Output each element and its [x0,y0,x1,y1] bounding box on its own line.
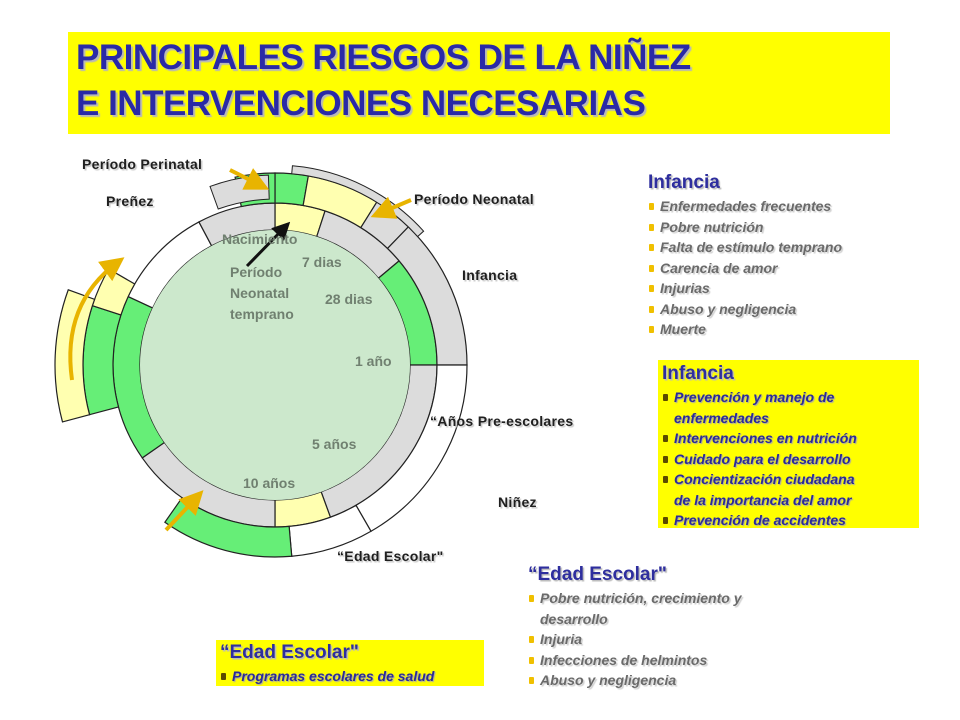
arrow-escolar-icon [164,490,204,532]
bullet-icon [663,435,668,442]
list-item-text: Abuso y negligencia [660,300,797,317]
bullet-icon [529,656,534,664]
risk-list: Pobre nutrición, crecimiento y desarrollo… [528,588,828,691]
label-5-anios: 5 años [312,436,357,452]
list-item: Pobre nutrición [648,217,898,238]
list-item-text: Cuidado para el desarrollo [674,450,851,467]
label-10-anios: 10 años [243,475,296,491]
list-item: Injuria [528,629,828,650]
list-item: Programas escolares de salud [220,666,484,687]
panel-escolar-riesgos: “Edad Escolar" Pobre nutrición, crecimie… [528,564,828,691]
bullet-icon [649,264,654,272]
panel-title: Infancia [662,363,734,384]
panel-title: “Edad Escolar" [220,642,359,663]
seg-outer-neo [291,165,425,238]
list-item-text: Intervenciones en nutrición [674,430,857,446]
bullet-icon [649,203,654,210]
label-periodo: Período [230,264,283,280]
list-item-text: Injuria [540,631,583,647]
list-item: Prevención y manejo de enfermedades [662,387,919,428]
arrow-birth-icon [245,221,291,268]
title-line-2: E INTERVENCIONES NECESARIAS [76,84,646,123]
list-item-text: Injurias [660,280,710,296]
list-item: Abuso y negligencia [648,299,898,320]
stage-perinatal: Período Perinatal [82,156,203,172]
stage-ninez: Niñez [498,494,537,510]
bullet-icon [649,326,654,333]
list-item: Cuidado para el desarrollo [662,449,919,470]
bullet-icon [649,285,654,292]
seg2-neonatal [274,172,310,207]
label-7-dias: 7 dias [302,254,342,270]
list-item: Pobre nutrición, crecimiento y desarrollo [528,588,828,629]
list-item: Prevención de accidentes [662,510,919,531]
stage-prenez: Preñez [106,193,154,209]
bullet-icon [649,223,654,231]
bullet-icon [649,305,654,313]
list-item-text: Concientización ciudadana [674,471,855,487]
list-item-text: Carencia de amor [660,259,778,276]
list-item: Falta de estímulo temprano [648,237,898,258]
list-item: Enfermedades frecuentes [648,196,898,217]
stage-preescolares: “Años Pre-escolares [430,413,574,429]
list-item: Abuso y negligencia [528,670,828,691]
list-item-text: Prevención de accidentes [674,512,846,528]
panel-escolar-intervenciones: “Edad Escolar" Programas escolares de sa… [216,640,484,686]
bullet-icon [221,673,226,680]
list-item-text: Prevención y manejo de [674,389,835,405]
bullet-icon [663,455,668,463]
bullet-icon [663,476,668,483]
label-nacimiento: Nacimiento [222,231,298,247]
title-banner: PRINCIPALES RIESGOS DE LA NIÑEZ E INTERV… [68,32,890,134]
label-neonatal: Neonatal [230,285,290,301]
list-item-text: Infecciones de helmintos [540,651,708,668]
arrow-neonatal-icon [370,196,412,219]
panel-title: Infancia [648,172,720,193]
label-temprano: temprano [230,306,294,322]
list-item-text: desarrollo [540,610,608,627]
list-item: Muerte [648,319,898,340]
list-item-text: enfermedades [674,409,769,426]
bullet-icon [663,517,668,524]
panel-title: “Edad Escolar" [528,564,667,585]
bullet-icon [529,636,534,643]
seg3-left [54,288,96,423]
list-item-text: de la importancia del amor [674,491,852,508]
inner-circle [140,230,410,500]
arrow-perinatal-icon [229,168,270,190]
list-item-text: Abuso y negligencia [540,672,677,688]
list-item-text: Programas escolares de salud [232,668,435,684]
list-item-text: Muerte [660,321,706,337]
bullet-icon [663,394,668,401]
bullet-icon [529,677,534,684]
intervention-list: Programas escolares de salud [220,666,484,687]
list-item: Carencia de amor [648,258,898,279]
title-line-1: PRINCIPALES RIESGOS DE LA NIÑEZ [76,38,691,77]
list-item: Concientización ciudadana de la importanc… [662,469,919,510]
bullet-icon [529,595,534,602]
list-item-text: Enfermedades frecuentes [660,198,832,214]
bullet-icon [649,244,654,251]
list-item-text: Pobre nutrición [660,218,764,235]
list-item-text: Falta de estímulo temprano [660,239,843,255]
arrow-left-curve-icon [68,257,125,381]
stage-neonatal: Período Neonatal [414,191,534,207]
list-item: Intervenciones en nutrición [662,428,919,449]
stage-infancia: Infancia [462,267,518,283]
label-1-anio: 1 año [355,353,392,369]
list-item-text: Pobre nutrición, crecimiento y [540,590,742,606]
list-item: Injurias [648,278,898,299]
list-item: Infecciones de helmintos [528,650,828,671]
stage-escolar: “Edad Escolar" [337,548,444,564]
panel-infancia-intervenciones: Infancia Prevención y manejo de enfermeda… [658,360,919,528]
label-28-dias: 28 dias [325,291,373,307]
